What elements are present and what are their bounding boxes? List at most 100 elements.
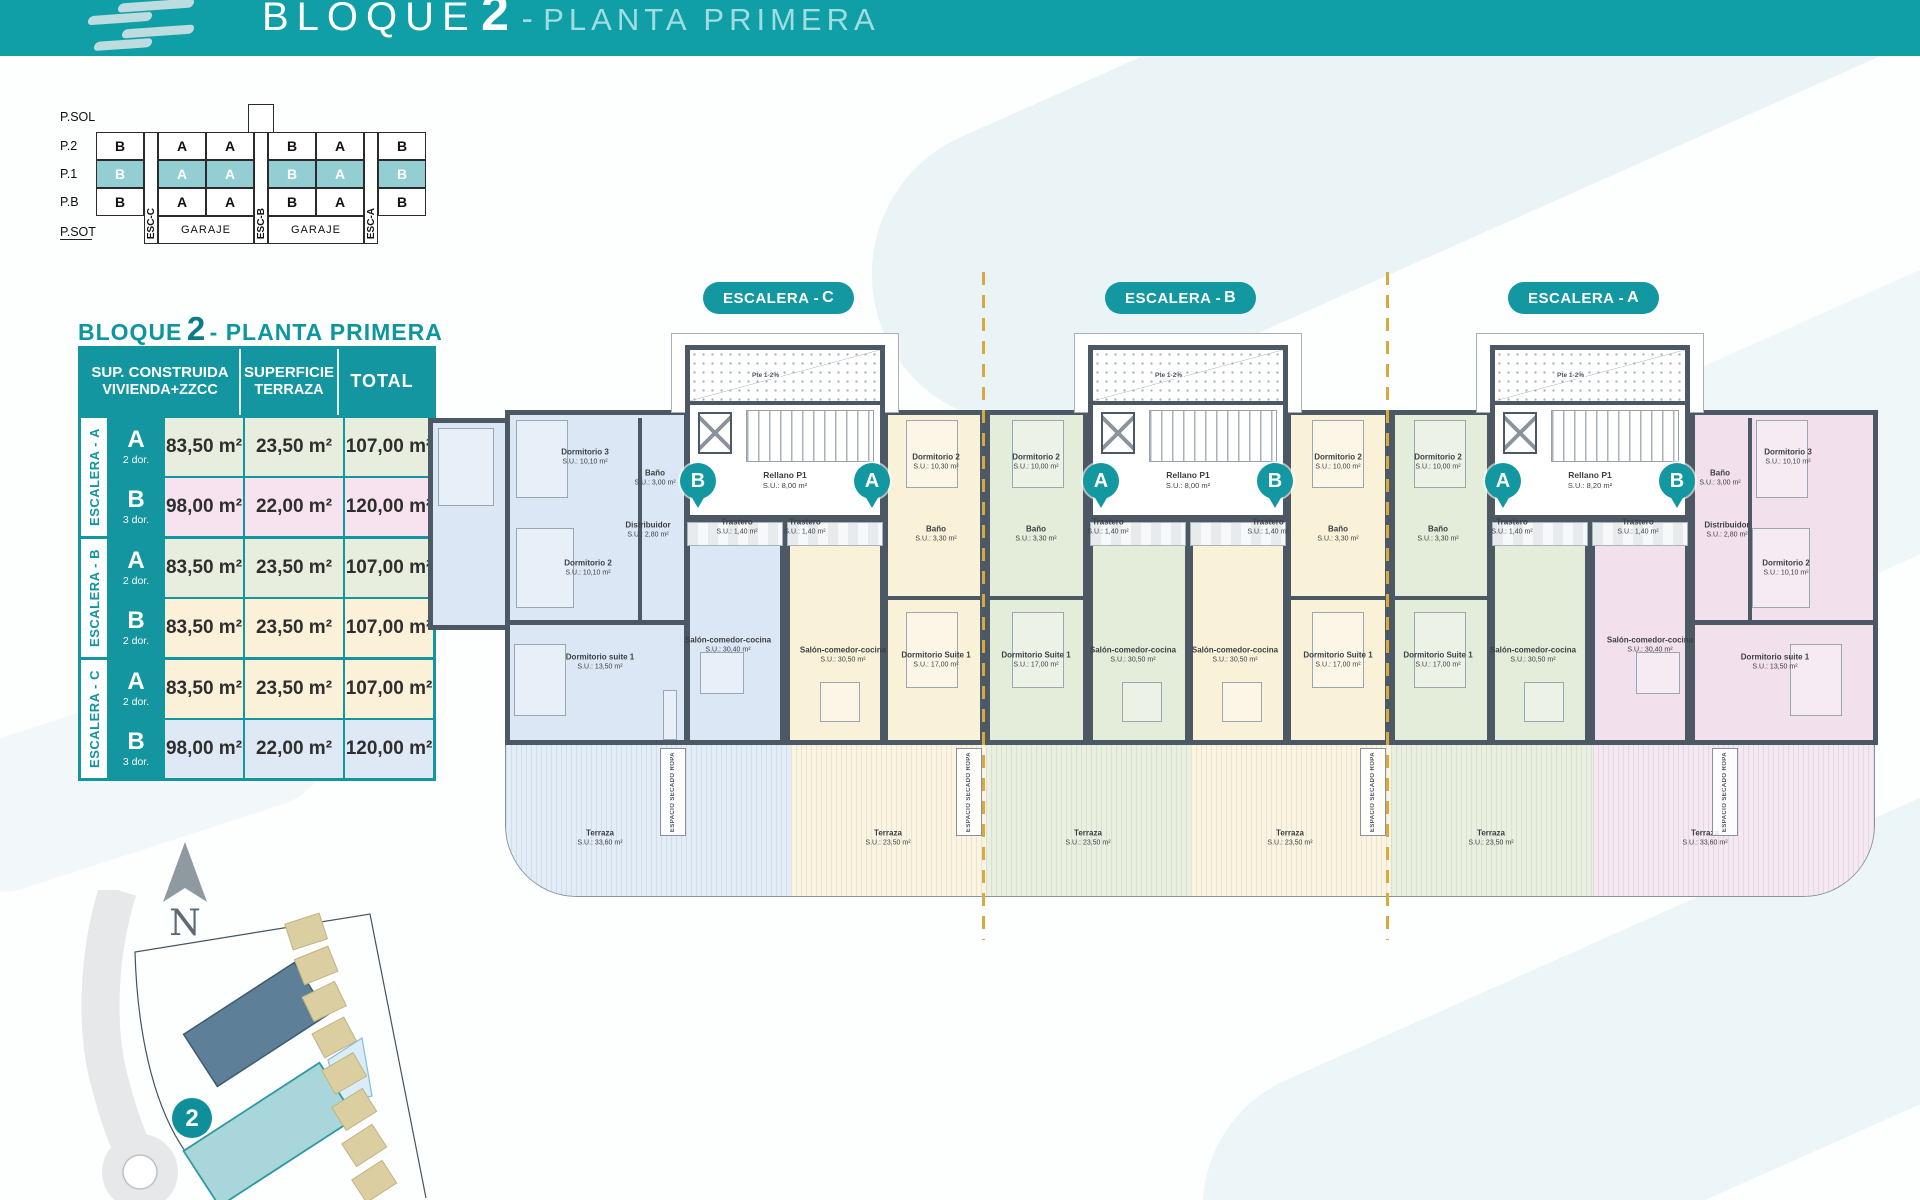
dining-table-icon [820,682,860,722]
site-plan: 2 [81,890,427,1200]
table-title-number: 2 [186,310,206,347]
elevation-unit: A [316,132,364,160]
elevation-stair-column: ESC-B [254,132,268,244]
elevation-unit-current: A [206,160,254,188]
roundabout-center [122,1154,158,1190]
brand-logo-icon [86,0,198,52]
dining-table-icon [700,652,744,694]
north-letter: N [169,903,201,944]
elevation-unit: B [96,132,144,160]
townhouses [284,912,398,1200]
bed-icon [906,420,958,488]
bed-icon [1312,612,1364,688]
bed-icon [1312,420,1364,488]
table-title: BLOQUE 2 - PLANTA PRIMERA [78,310,442,348]
elevation-row-label: P.2 [60,139,78,153]
unit-c-a-kitchen-bay [785,520,885,745]
total-value: 107,00 m² [345,599,433,657]
roof-slope-label: Pte 1-2% [750,372,782,379]
terrace-segment [986,745,1191,896]
unit-badge: A [854,463,890,508]
bed-icon [1752,528,1810,608]
compass: N [150,840,220,944]
unit-badge: A [1485,463,1521,508]
escalera-b-pill: ESCALERA -B [1105,282,1256,314]
elevation-unit: B [268,132,316,160]
elevation-garage: GARAJE [158,216,254,244]
unit-badge: B [1257,463,1293,508]
elevation-unit: B [378,132,426,160]
elevator-icon [1101,412,1135,454]
elevator-icon [1503,412,1537,454]
bed-icon [1414,612,1466,688]
elevation-garage: GARAJE [268,216,364,244]
page-title: BLOQUE 2 - PLANTA PRIMERA [262,0,880,42]
unit-badge: A [1083,463,1119,508]
elevation-unit: B [96,188,144,216]
elevation-row-label: P.1 [60,167,78,181]
interior-wall [985,596,1088,600]
kitchen-counter [1492,522,1588,546]
kitchen-counter [1190,522,1286,546]
terrace-segment [791,745,986,896]
bed-icon [516,420,568,498]
terrace-strip [505,745,1875,897]
built-value: 83,50 m² [165,539,243,597]
unit-c-b [505,410,689,745]
kitchen-counter [1090,522,1186,546]
bed-icon [1414,420,1466,488]
interior-wall [1390,596,1492,600]
section-divider-line [1386,272,1389,940]
elevation-unit-current: B [378,160,426,188]
drying-space-box: ESPACIO SECADO ROPA [956,748,982,836]
elevation-unit-current: A [158,160,206,188]
bed-icon [906,612,958,688]
bed-icon [1790,644,1842,716]
elevation-shaft [248,104,274,134]
dining-table-icon [1222,682,1262,722]
terrace-value: 23,50 m² [245,539,343,597]
total-value: 107,00 m² [345,660,433,718]
bed-icon [438,428,494,506]
bed-icon [1756,420,1808,498]
interior-wall [1286,596,1390,600]
elevation-unit: A [316,188,364,216]
roof-slope-label: Pte 1-2% [1555,372,1587,379]
interior-wall [1690,620,1878,625]
terrace-value: 23,50 m² [245,660,343,718]
section-divider-line [982,272,985,940]
table-header-total: TOTAL [337,349,425,415]
terrace-value: 22,00 m² [245,720,343,778]
unit-a-a [1390,410,1492,745]
built-value: 98,00 m² [165,478,243,536]
road [81,890,156,1170]
stair-roof [1093,350,1283,405]
terrace-value: 23,50 m² [245,599,343,657]
